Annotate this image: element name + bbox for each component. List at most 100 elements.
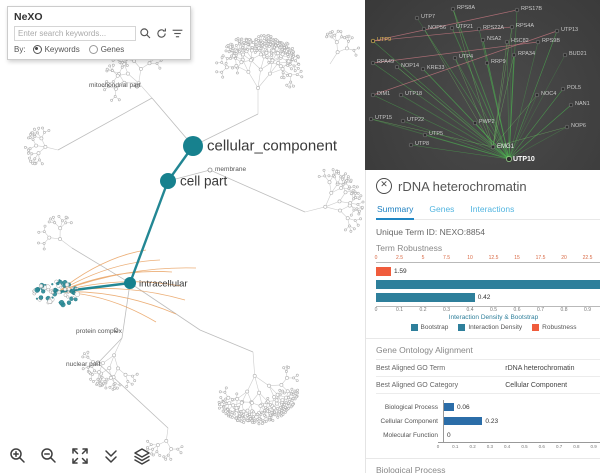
gene-node-label[interactable]: RPS9B [542, 38, 561, 44]
gene-node-label[interactable]: NOC4 [541, 91, 557, 97]
gene-node-label[interactable]: DIM1 [377, 91, 391, 97]
gene-node-label[interactable]: BUD21 [569, 51, 587, 57]
details-tabs: Summary Genes Interactions [376, 202, 600, 220]
search-by-option-label: Keywords [44, 45, 80, 54]
bottom-axis-line [376, 306, 600, 307]
gene-node-label[interactable]: KRE33 [427, 65, 445, 71]
gene-node-label[interactable]: EMG1 [497, 144, 515, 150]
gene-node-label[interactable]: UTP5 [429, 131, 444, 137]
gene-node-label[interactable]: UTP4 [459, 54, 474, 60]
gene-node-label[interactable]: NSA2 [487, 36, 502, 42]
zoom-in-button[interactable] [5, 445, 31, 469]
gene-node-label[interactable]: RPS17B [521, 6, 543, 12]
legend-swatch [410, 324, 418, 331]
bar-value: 1.59 [393, 268, 407, 275]
gene-node-label[interactable]: UTP22 [407, 117, 425, 123]
unique-term-id: Unique Term ID: NEXO:8854 [376, 227, 600, 237]
tab-genes[interactable]: Genes [429, 204, 455, 214]
axis-tick: 0.3 [486, 444, 494, 449]
gene-node-label[interactable]: UTP21 [456, 24, 474, 30]
gene-node-label[interactable]: RRP9 [491, 59, 506, 65]
tab-interactions[interactable]: Interactions [470, 204, 515, 214]
term-node-label[interactable]: membrane [215, 165, 247, 173]
search-by-genes[interactable]: Genes [88, 45, 124, 54]
zoom-in-icon [9, 447, 27, 468]
gene-node-label[interactable]: RPS8A [457, 5, 476, 11]
term-node-label[interactable]: cellular_component [207, 137, 338, 155]
axis-tick: 0.5 [521, 444, 528, 449]
close-icon[interactable]: ✕ [376, 178, 392, 194]
fit-to-screen-icon [71, 447, 89, 468]
tab-summary[interactable]: Summary [376, 202, 415, 220]
gene-node-label[interactable]: UTP8 [415, 141, 430, 147]
axis-tick: 0 [374, 255, 378, 261]
gene-node-label[interactable]: NOP14 [401, 63, 420, 69]
layers-button[interactable] [129, 445, 155, 469]
term-node-label[interactable]: mitochondrial part [89, 81, 141, 89]
reset-icon[interactable] [155, 27, 168, 40]
axis-tick: 0.5 [490, 307, 497, 313]
gene-node-label[interactable]: UTP15 [375, 115, 393, 121]
section-divider [366, 338, 600, 339]
robustness-bars: 1.59 0.42 [376, 267, 600, 302]
gene-node-label[interactable]: NOP56 [428, 25, 447, 31]
bar-bootstrap [376, 280, 600, 289]
go-bar-area: 0.06 [443, 400, 600, 414]
gene-node-label[interactable]: UTP7 [421, 14, 436, 20]
axis-tick: 0.1 [396, 307, 403, 313]
axis-tick: 0.3 [443, 307, 450, 313]
gene-node-label[interactable]: RPS4A [516, 23, 535, 29]
gene-node-label[interactable]: NAN1 [575, 101, 590, 107]
axis-tick: 17.5 [535, 255, 546, 261]
axis-tick: 0 [374, 307, 378, 313]
gene-node-label[interactable]: POL5 [567, 85, 582, 91]
bottom-axis-label: Interaction Density & Bootstrap [448, 314, 539, 321]
axis-tick: 7.5 [443, 255, 450, 261]
gene-node-label[interactable]: RPA34 [518, 51, 536, 57]
zoom-out-button[interactable] [36, 445, 62, 469]
go-score-value: 0.23 [485, 417, 499, 425]
gene-node-label[interactable]: UTP18 [405, 91, 423, 97]
filter-icon[interactable] [171, 27, 184, 40]
term-node-label[interactable]: protein complex [76, 327, 122, 335]
gene-node-label[interactable]: PWP2 [479, 119, 495, 125]
term-node-label[interactable]: cell part [180, 173, 228, 189]
gene-node-label[interactable]: UTP10 [513, 156, 535, 163]
go-row-label: Best Aligned GO Category [376, 381, 459, 389]
go-score-bar [444, 417, 483, 425]
gene-node-label[interactable]: RPA49 [377, 59, 395, 65]
search-by-options: Keywords Genes [32, 45, 124, 54]
search-icon[interactable] [139, 27, 152, 40]
gene-node-label[interactable]: UTP9 [377, 37, 392, 43]
collapse-button[interactable] [98, 445, 124, 469]
top-axis-line [376, 262, 600, 263]
section-divider [366, 458, 600, 459]
bar-value: 0.42 [477, 294, 491, 301]
go-score-value: 0.06 [457, 403, 470, 411]
fit-to-screen-button[interactable] [67, 445, 93, 469]
go-category-label: Molecular Function [383, 431, 438, 439]
gene-node-label[interactable]: NOP6 [571, 123, 586, 129]
term-node-label[interactable]: nuclear part [66, 360, 101, 368]
gene-node-label[interactable]: UTP13 [561, 27, 579, 33]
search-by-keywords[interactable]: Keywords [32, 45, 80, 54]
bar-interaction-density [376, 293, 475, 302]
go-score-value: 0 [447, 431, 451, 439]
search-input[interactable] [14, 26, 136, 41]
radio-icon [32, 45, 42, 54]
axis-tick: 0.2 [419, 307, 427, 313]
term-title: rDNA heterochromatin [398, 178, 527, 194]
gene-node-label[interactable]: RPS22A [483, 25, 505, 31]
go-row-value: rDNA heterochromatin [505, 364, 575, 372]
gene-node-label[interactable]: HSC82 [511, 38, 529, 44]
term-node-label[interactable]: intracellular [139, 278, 188, 290]
axis-tick: 0.4 [466, 307, 474, 313]
